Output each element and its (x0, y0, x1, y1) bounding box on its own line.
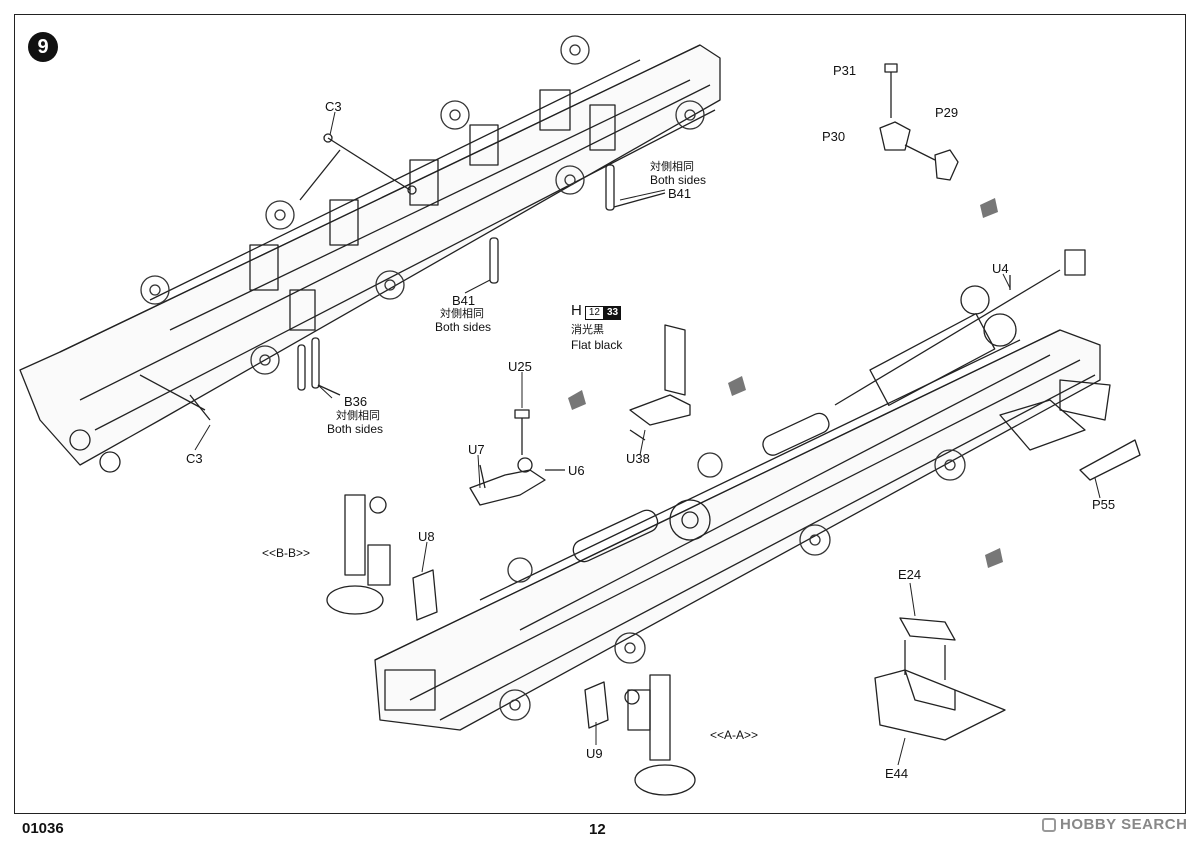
paint-name-en: Flat black (571, 338, 623, 352)
b41-rod-part (489, 164, 666, 284)
label-u9: U9 (586, 746, 603, 761)
detail-jack-bb (326, 494, 391, 615)
label-b41-upper-cn: 対側相同 (650, 161, 694, 173)
label-u25: U25 (508, 359, 532, 374)
fuel-tanks (572, 412, 830, 563)
watermark-logo-icon (1042, 818, 1056, 832)
label-b41-lower-en: Both sides (435, 320, 492, 334)
label-b41-upper-part: B41 (668, 186, 692, 201)
c3-link-part (139, 133, 417, 421)
p55-fender-part (999, 379, 1141, 481)
label-c3-top: C3 (325, 99, 342, 114)
label-e44: E44 (885, 766, 909, 781)
upper-suspension-blocks (249, 89, 616, 331)
e44-bin (874, 669, 1006, 741)
label-c3-bottom: C3 (186, 451, 203, 466)
label-p29: P29 (935, 105, 959, 120)
paint-letter: H (571, 302, 582, 319)
engine-block (669, 285, 1017, 541)
label-e24: E24 (898, 567, 922, 582)
label-u4: U4 (992, 261, 1009, 276)
watermark: HOBBY SEARCH (1042, 816, 1187, 833)
paint-name-cn: 消光黒 (571, 324, 604, 336)
u9-plate (584, 681, 609, 729)
label-p30: P30 (822, 129, 846, 144)
label-u38: U38 (626, 451, 650, 466)
u8-plate (412, 569, 438, 621)
label-view-bb: <<B-B>> (262, 546, 311, 560)
u25-u7-u6-assembly (469, 409, 565, 506)
label-u6: U6 (568, 463, 585, 478)
label-b36-en: Both sides (327, 422, 384, 436)
watermark-text: HOBBY SEARCH (1060, 816, 1188, 833)
label-b36-part: B36 (344, 394, 368, 409)
step-number-badge: 9 (28, 32, 58, 62)
page-frame (14, 14, 1186, 814)
label-b41-upper-en: Both sides (650, 173, 707, 187)
paint-code-outline: 12 (584, 306, 604, 320)
lower-wheel-hubs (499, 449, 966, 721)
e24-plate (899, 617, 956, 680)
direction-arrows (568, 198, 1003, 568)
label-p55: P55 (1092, 497, 1116, 512)
label-u7: U7 (468, 442, 485, 457)
upper-chassis (19, 35, 721, 473)
front-fan (69, 429, 121, 473)
u38-bracket (629, 324, 691, 441)
detail-jack-aa (624, 674, 696, 796)
upper-wheel-hubs (140, 35, 705, 375)
leader-lines (194, 111, 1101, 766)
label-p31: P31 (833, 63, 857, 78)
b36-rod-part (297, 337, 341, 396)
page-number: 12 (589, 821, 606, 838)
label-b41-lower-part: B41 (452, 293, 476, 308)
label-view-aa: <<A-A>> (710, 728, 759, 742)
lower-chassis (374, 285, 1101, 731)
product-code: 01036 (22, 820, 64, 837)
p-part-cluster (879, 63, 959, 181)
paint-code-filled: 33 (603, 306, 622, 320)
label-u8: U8 (418, 529, 435, 544)
label-b41-lower-cn: 対側相同 (440, 308, 484, 320)
label-b36-cn: 対側相同 (336, 410, 380, 422)
